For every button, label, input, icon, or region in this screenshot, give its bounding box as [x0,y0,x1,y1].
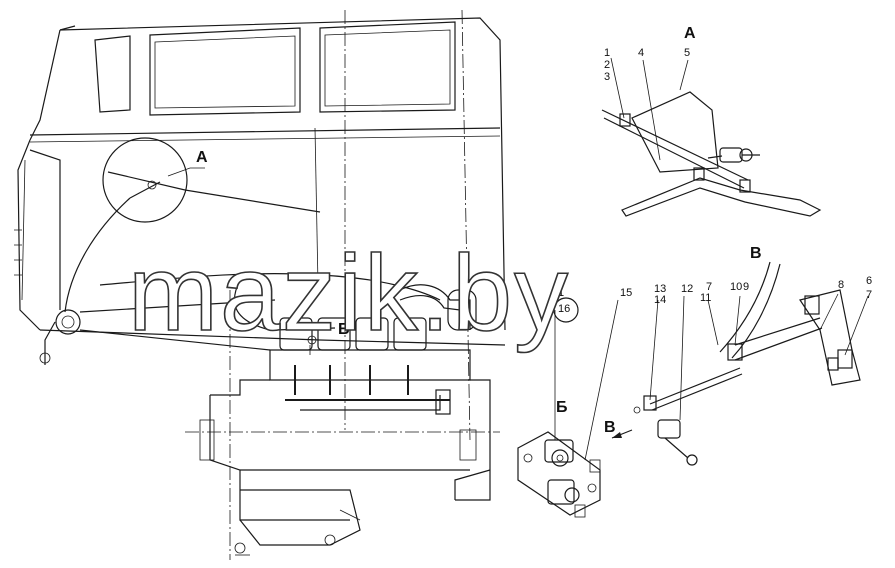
detail-a-assembly [601,91,822,217]
callout-v-16: 16 [558,303,570,315]
view-v-label-detail: В [750,245,762,262]
callout-circle-16 [553,297,579,323]
callout-v-8: 8 [838,279,844,291]
detail-a-callout-circle [102,137,205,223]
callout-v-9: 9 [743,281,749,293]
callout-v-15: 15 [620,287,632,299]
view-v-arrow [611,429,633,439]
detail-v-assembly [633,261,869,466]
callout-v-1: 1 [558,287,564,299]
callout-v-7a: 7 [706,281,712,293]
callout-v-13: 13 [654,283,666,295]
cab-outline [14,17,506,346]
cab-pivot [39,299,276,365]
callout-a-4: 4 [638,47,644,59]
view-a-label-cab: А [196,149,208,166]
callout-v-12: 12 [681,283,693,295]
control-cable [64,189,441,331]
pump-lever-engine [274,327,336,355]
callout-v-14: 14 [654,294,666,306]
callout-v-6: 6 [866,275,872,287]
callout-a-1: 1 [604,47,610,59]
view-a-label-detail: А [684,25,696,42]
callout-a-5: 5 [684,47,690,59]
callout-v-11: 11 [700,292,711,304]
callout-a-2: 2 [604,59,610,71]
detail-b-assembly [517,299,619,518]
callout-v-7b: 7 [866,289,872,301]
center-lines [185,9,500,560]
detail-a-leaders [610,57,689,161]
view-b-label-engine: Б [338,321,350,338]
callout-v-10: 10 [730,281,742,293]
view-v-label-arrow: В [604,419,616,436]
engine-block [199,284,491,556]
view-b-label-detail: Б [556,399,568,416]
callout-a-3: 3 [604,71,610,83]
watermark-mazik-by: mazik.by [128,232,570,353]
